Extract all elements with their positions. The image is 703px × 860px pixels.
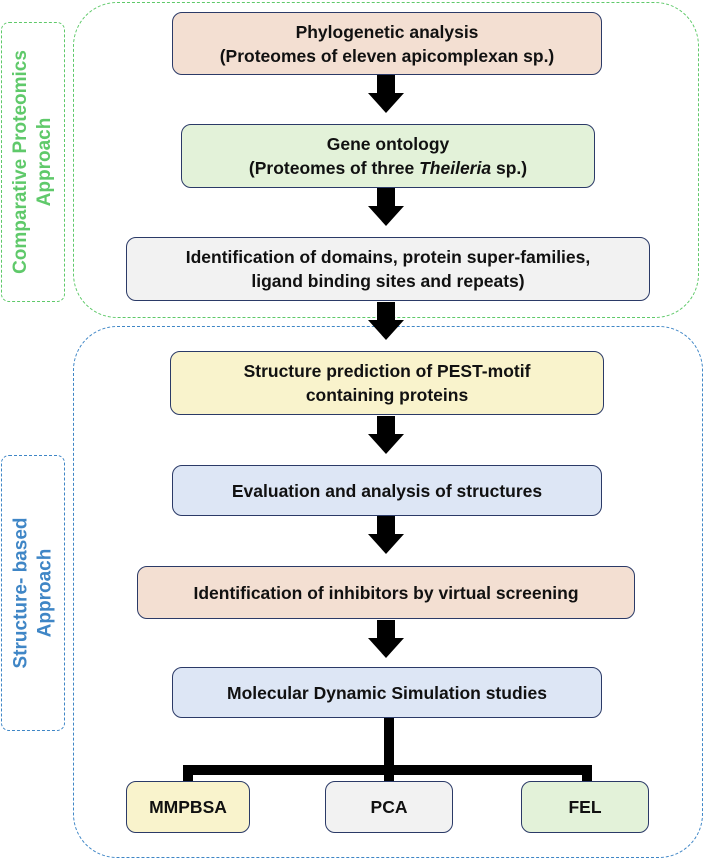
domains-line1: Identification of domains, protein super… <box>185 247 591 267</box>
node-phylogenetic-analysis: Phylogenetic analysis (Proteomes of elev… <box>172 12 602 75</box>
node-molecular-dynamics: Molecular Dynamic Simulation studies <box>172 667 602 718</box>
node-fel: FEL <box>521 781 649 833</box>
gene-line2-pre: (Proteomes of three <box>248 158 420 178</box>
proteomics-side-label: Comparative Proteomics Approach <box>1 22 65 302</box>
eval-line1: Evaluation and analysis of structures <box>231 480 543 501</box>
pest-line1: Structure prediction of PEST-motif <box>243 361 531 381</box>
arrow-inhib-to-md <box>368 620 404 658</box>
domains-line2: ligand binding sites and repeats) <box>251 271 525 291</box>
md-line1: Molecular Dynamic Simulation studies <box>227 682 547 703</box>
pest-line2: containing proteins <box>305 385 469 405</box>
fel-label: FEL <box>568 797 602 817</box>
node-identification-inhibitors: Identification of inhibitors by virtual … <box>137 566 635 619</box>
gene-line1: Gene ontology <box>326 134 450 154</box>
mmpbsa-label: MMPBSA <box>149 797 227 817</box>
node-gene-ontology: Gene ontology (Proteomes of three Theile… <box>181 124 595 188</box>
branch-connector <box>183 718 592 782</box>
node-identification-domains: Identification of domains, protein super… <box>126 237 650 301</box>
node-evaluation-analysis: Evaluation and analysis of structures <box>172 465 602 516</box>
pca-label: PCA <box>370 797 408 817</box>
gene-line2-italic: Theileria <box>419 158 492 178</box>
node-pca: PCA <box>325 781 453 833</box>
phylo-line1: Phylogenetic analysis <box>295 21 479 42</box>
gene-line2: (Proteomes of three Theileria sp.) <box>249 156 527 180</box>
phylo-line2: (Proteomes of eleven apicomplexan sp.) <box>219 45 555 66</box>
structure-side-label: Structure- based Approach <box>1 455 65 731</box>
arrow-phylo-to-gene <box>368 75 404 113</box>
arrow-gene-to-domains <box>368 188 404 226</box>
arrow-domains-to-pest <box>368 302 404 340</box>
inhib-line1: Identification of inhibitors by virtual … <box>193 582 579 603</box>
arrow-pest-to-eval <box>368 416 404 454</box>
node-mmpbsa: MMPBSA <box>126 781 250 833</box>
arrow-eval-to-inhib <box>368 516 404 554</box>
node-structure-prediction: Structure prediction of PEST-motif conta… <box>170 351 604 415</box>
gene-line2-post: sp.) <box>491 158 528 178</box>
